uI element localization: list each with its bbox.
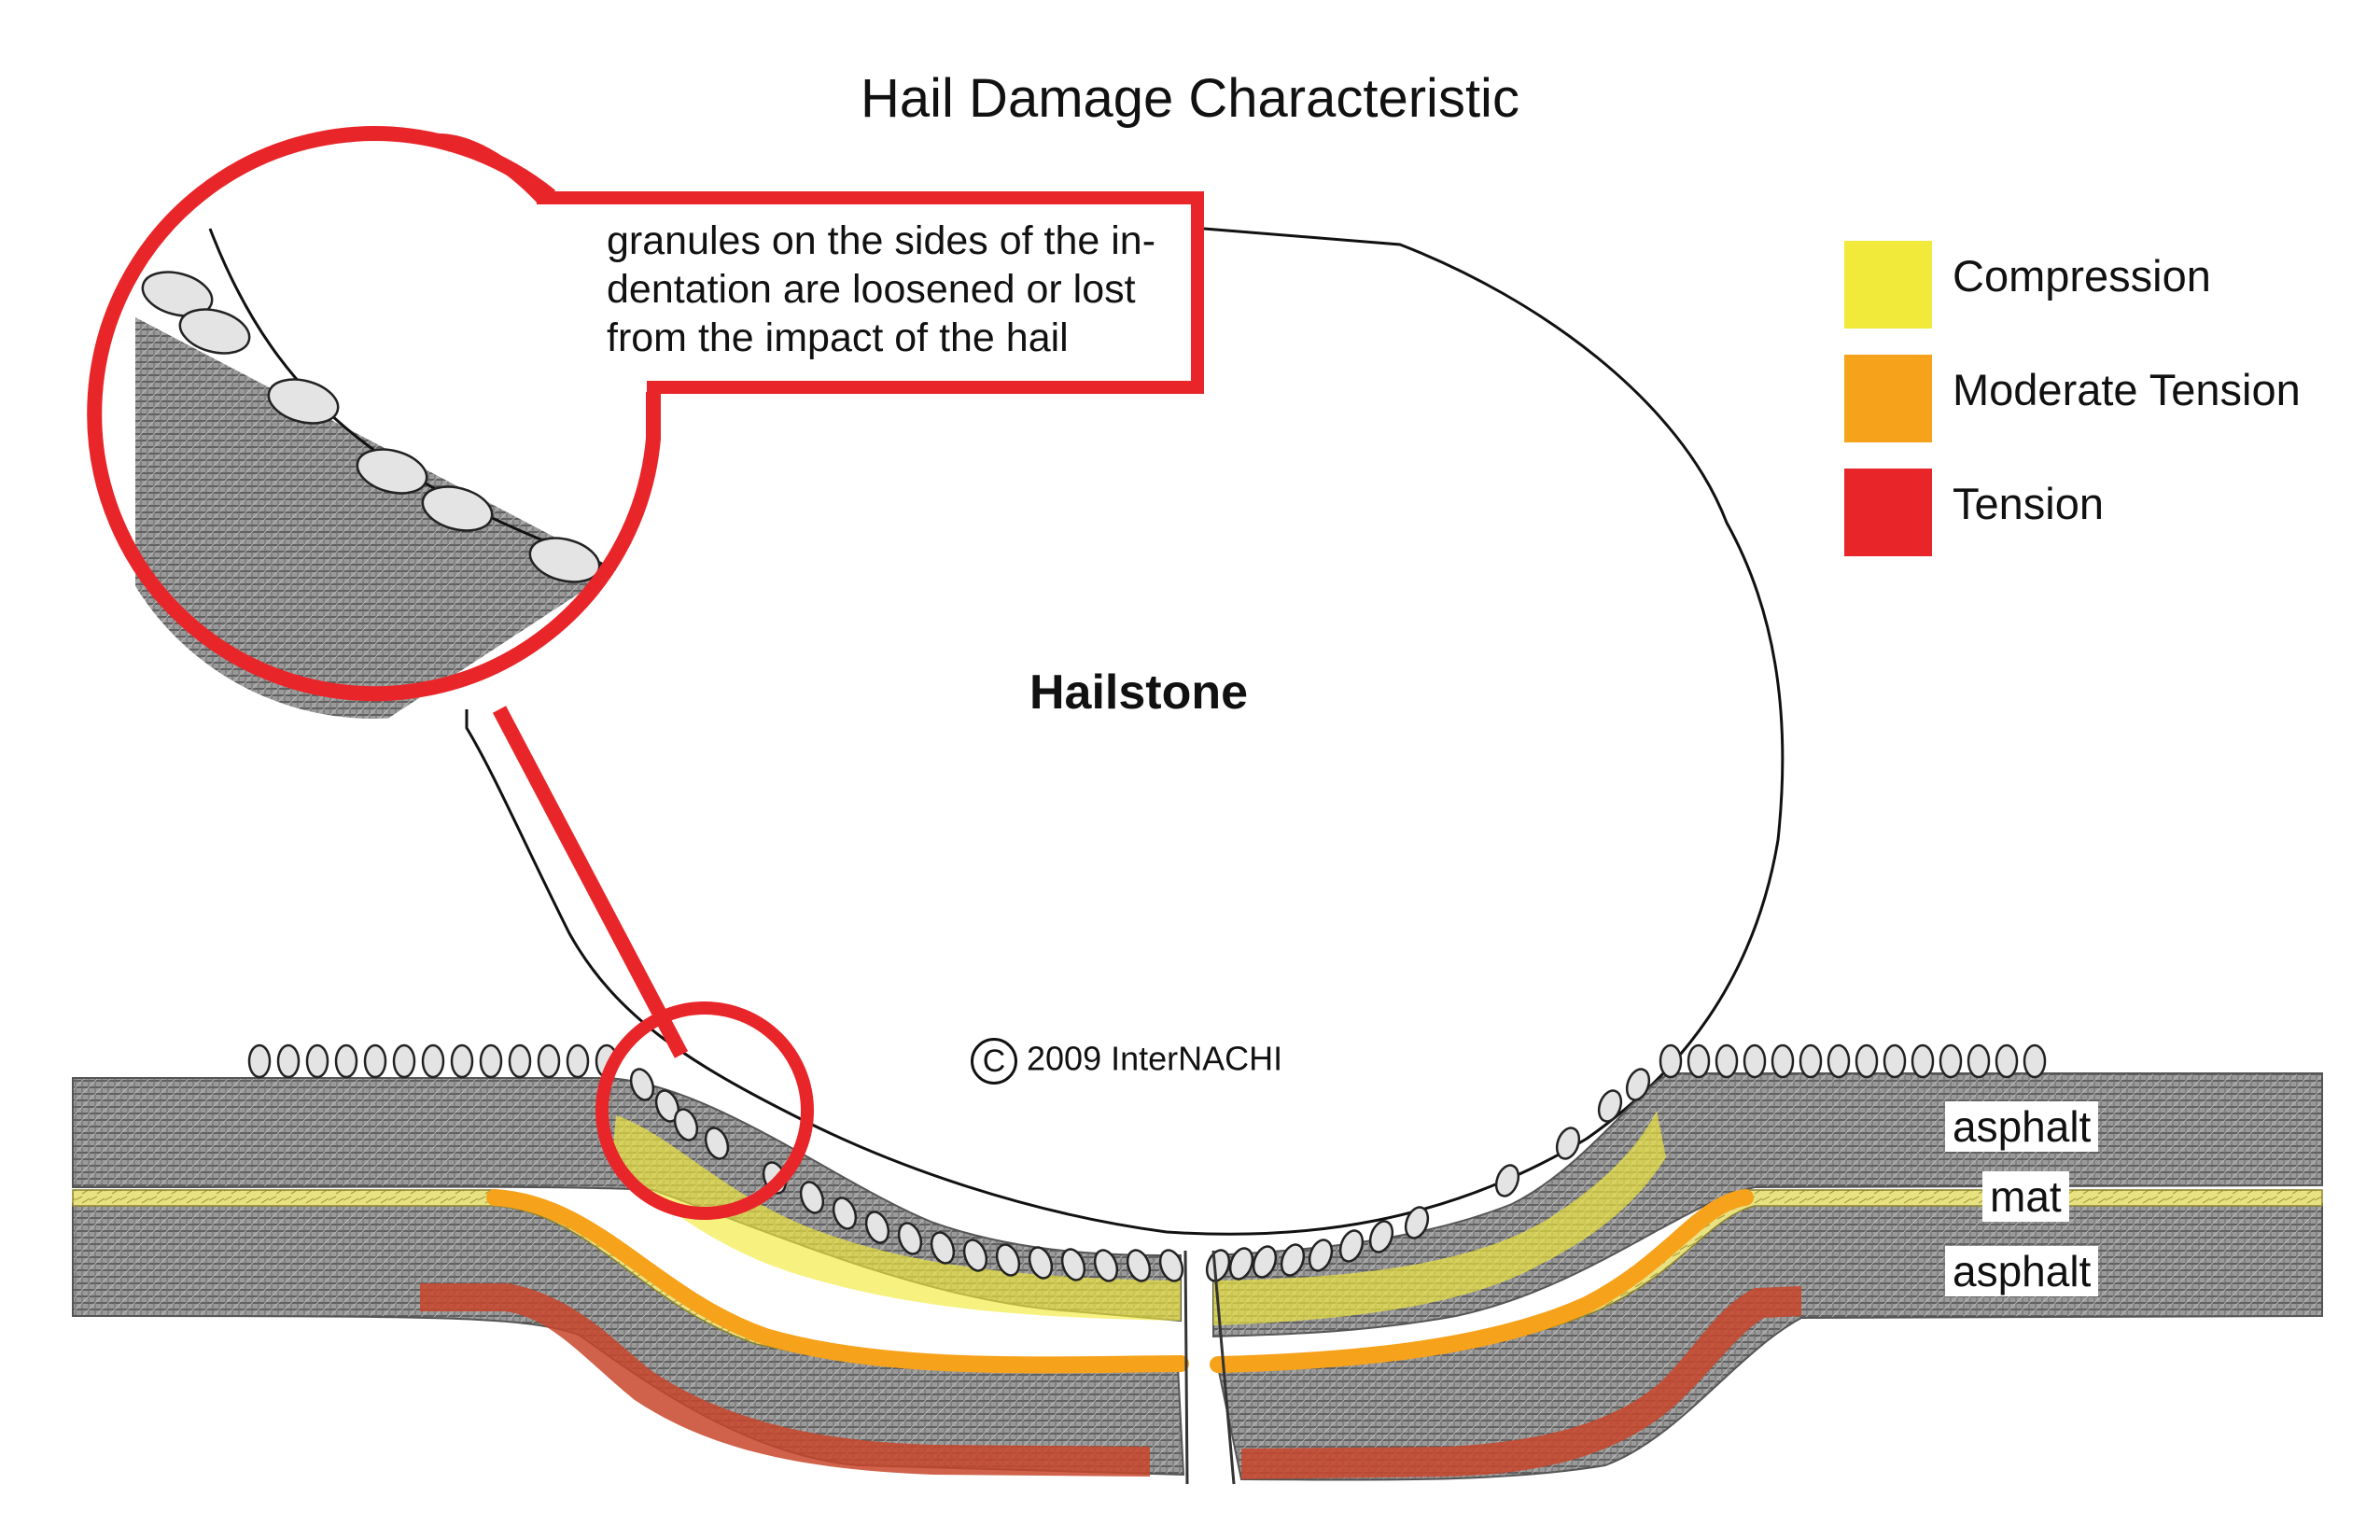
granule — [1252, 1245, 1278, 1279]
granule — [267, 378, 340, 425]
layer-label-bottom-asphalt: asphalt — [1945, 1246, 2099, 1296]
legend-item-compression: Compression — [1844, 241, 2367, 330]
granule — [1093, 1249, 1119, 1282]
granule — [1659, 1043, 1683, 1079]
granule — [276, 1043, 301, 1079]
shingle-crack — [1183, 1250, 1236, 1485]
granule — [1494, 1164, 1520, 1197]
callout-line-2: dentation are loosened or lost — [607, 267, 1136, 312]
granule — [363, 1043, 387, 1079]
moderate-tension-left — [486, 1189, 1189, 1374]
hailstone-outline — [465, 227, 1785, 1236]
granule — [178, 308, 251, 355]
granule — [864, 1211, 890, 1244]
legend-swatch-moderate-tension — [1844, 355, 1932, 442]
legend-item-moderate-tension: Moderate Tension — [1844, 355, 2367, 444]
legend-swatch-compression — [1844, 241, 1932, 329]
granule — [334, 1043, 358, 1079]
granule — [654, 1089, 680, 1123]
callout-line-1: granules on the sides of the in- — [607, 218, 1156, 263]
granule — [1799, 1043, 1823, 1079]
granule — [450, 1043, 474, 1079]
granule — [897, 1222, 923, 1255]
granule — [1827, 1043, 1851, 1079]
granule — [1743, 1043, 1767, 1079]
diagram-title: Hail Damage Characteristic — [861, 68, 1519, 129]
granule — [1028, 1246, 1054, 1280]
granule — [1883, 1043, 1907, 1079]
granule — [2023, 1043, 2047, 1079]
granule — [1404, 1206, 1430, 1239]
granule — [704, 1127, 730, 1160]
magnified-detail — [135, 228, 617, 719]
hailstone-label: Hailstone — [1029, 665, 1249, 720]
granule — [392, 1043, 416, 1079]
copyright-notice: C 2009 InterNACHI — [971, 1038, 1282, 1085]
legend-item-tension: Tension — [1844, 469, 2367, 558]
granule — [1855, 1043, 1879, 1079]
callout-target-circle — [595, 1001, 814, 1220]
legend-label-tension: Tension — [1953, 479, 2104, 528]
granule — [832, 1197, 858, 1230]
granule-layer — [247, 1043, 2047, 1282]
callout-line-3: from the impact of the hail — [607, 315, 1069, 360]
granule — [479, 1043, 503, 1079]
callout-box-frame — [537, 191, 1204, 439]
granule — [356, 448, 428, 495]
granule — [1158, 1249, 1184, 1282]
granule — [1280, 1243, 1306, 1277]
moderate-tension-right — [1210, 1189, 1754, 1373]
granule — [305, 1043, 329, 1079]
granule — [247, 1043, 272, 1079]
granule — [799, 1181, 825, 1214]
granule — [421, 485, 494, 532]
granule — [930, 1231, 956, 1265]
granule — [1687, 1043, 1711, 1079]
granule — [1771, 1043, 1795, 1079]
granule — [1228, 1247, 1254, 1281]
granule — [1625, 1068, 1651, 1101]
granule — [1205, 1249, 1231, 1282]
granule — [1126, 1249, 1152, 1282]
granule — [1308, 1239, 1334, 1272]
granule — [1911, 1043, 1935, 1079]
granule — [141, 271, 214, 317]
granule — [1939, 1043, 1963, 1079]
tension-zone-left — [420, 1283, 1150, 1477]
copyright-text: 2009 InterNACHI — [1027, 1039, 1283, 1078]
granule — [962, 1239, 988, 1272]
granule — [421, 1043, 445, 1079]
callout-text: granules on the sides of the in- dentati… — [607, 217, 1195, 362]
granule — [1995, 1043, 2019, 1079]
callout-leader-line — [492, 706, 689, 1058]
compression-zone-right — [1213, 1111, 1666, 1325]
granule — [1597, 1089, 1623, 1123]
granule — [1967, 1043, 1991, 1079]
layer-label-top-asphalt: asphalt — [1945, 1101, 2099, 1152]
layer-label-mat: mat — [1982, 1171, 2069, 1222]
copyright-symbol: C — [971, 1038, 1017, 1085]
granule — [1715, 1043, 1739, 1079]
granule — [1338, 1229, 1365, 1263]
granule — [629, 1068, 655, 1101]
granule — [1555, 1127, 1581, 1160]
magnifier-rim — [87, 126, 661, 702]
legend-swatch-tension — [1844, 469, 1932, 556]
granule — [566, 1043, 590, 1079]
granule — [1368, 1220, 1394, 1253]
granule — [537, 1043, 561, 1079]
granule — [673, 1108, 699, 1141]
tension-zone-right — [1241, 1286, 1801, 1479]
compression-zone-left — [611, 1115, 1181, 1321]
legend-label-moderate-tension: Moderate Tension — [1953, 365, 2301, 414]
granule — [995, 1243, 1021, 1277]
granule — [1060, 1248, 1086, 1281]
granule — [508, 1043, 532, 1079]
legend-label-compression: Compression — [1953, 251, 2211, 301]
